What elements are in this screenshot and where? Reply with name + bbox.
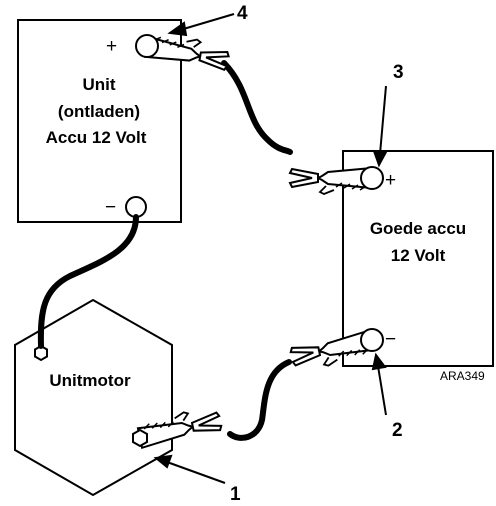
callout-arrows: [153, 13, 388, 484]
good-negative-terminal: [360, 328, 384, 352]
figure-code: ARA349: [440, 369, 485, 383]
good-plus-sign: +: [385, 170, 396, 191]
discharged-battery-line3: Accu 12 Volt: [46, 128, 147, 147]
engine-label: Unitmotor: [49, 371, 131, 390]
ground-cable: [37, 214, 139, 349]
callout-2: 2: [392, 420, 403, 441]
engine-ground-bolt: [34, 344, 48, 362]
engine-block: [14, 298, 173, 497]
positive-jumper-cable: [221, 60, 293, 155]
callout-4: 4: [237, 3, 248, 24]
negative-jumper-cable: [227, 359, 292, 441]
engine-clamp-bolt: [132, 428, 148, 448]
good-battery-line2: 12 Volt: [391, 246, 446, 265]
discharged-battery-line2: (ontladen): [58, 102, 140, 121]
discharged-plus-sign: +: [106, 36, 117, 57]
discharged-minus-sign: −: [105, 197, 116, 218]
discharged-battery-line1: Unit: [82, 75, 115, 94]
good-minus-sign: −: [385, 329, 396, 350]
good-positive-terminal: [360, 166, 384, 190]
callout-3: 3: [393, 62, 404, 83]
discharged-positive-terminal: [135, 34, 159, 58]
good-battery-line1: Goede accu: [370, 219, 466, 238]
callout-1: 1: [230, 484, 241, 505]
